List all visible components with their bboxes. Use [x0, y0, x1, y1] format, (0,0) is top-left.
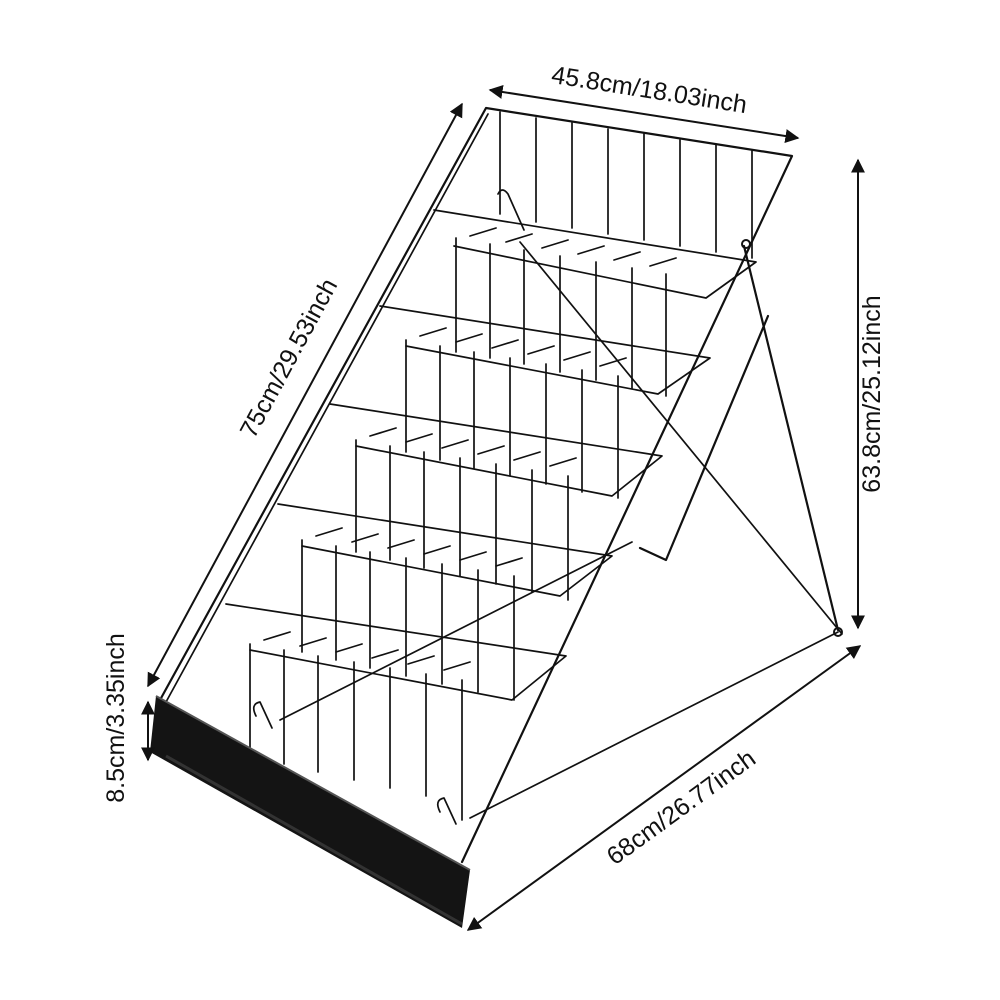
- rack-tier-1: [433, 209, 757, 397]
- rack-back-wires: [499, 111, 753, 259]
- rack-tier-3: [329, 403, 663, 601]
- dimension-height-label: 63.8cm/25.12inch: [858, 295, 886, 492]
- dimension-header-height-label: 8.5cm/3.35inch: [102, 633, 130, 803]
- dimension-base-depth-label: 68cm/26.77inch: [602, 744, 761, 870]
- rack-tier-2: [379, 305, 711, 499]
- dimension-header-height: 8.5cm/3.35inch: [102, 633, 155, 803]
- dimension-slant-length: 75cm/29.53inch: [147, 102, 463, 688]
- dimension-height: 63.8cm/25.12inch: [851, 158, 886, 630]
- rack-tier-4: [277, 503, 613, 701]
- dimension-slant-length-label: 75cm/29.53inch: [235, 274, 344, 443]
- rack-header-panel: [150, 695, 471, 928]
- dimension-top-width-label: 45.8cm/18.03inch: [550, 61, 749, 119]
- dimension-annotations: 45.8cm/18.03inch 75cm/29.53inch 63.8cm/2…: [102, 61, 886, 931]
- rack-illustration: [150, 106, 843, 928]
